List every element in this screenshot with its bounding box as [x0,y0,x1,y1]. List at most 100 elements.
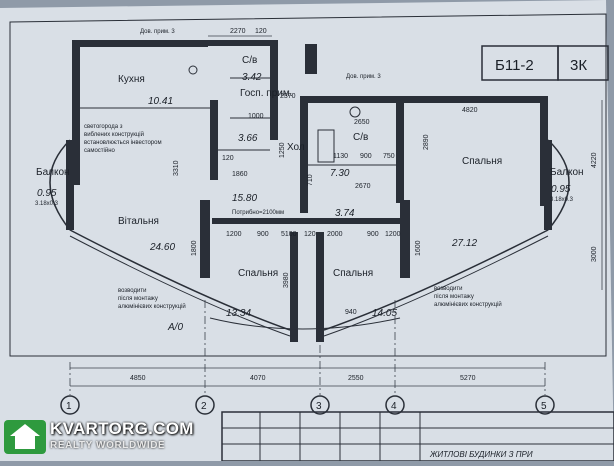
room-bedroom-right-label: Спальня [462,156,502,167]
axis-marker-3 [310,395,330,415]
dim-inner-7: 1200 [385,231,401,238]
dim-bottom-1: 4850 [130,375,146,382]
room-bedroom-mid-right-label: Спальня [333,268,373,279]
drawing-frame [9,13,607,357]
note-wall-line-1: светогорода з [84,124,123,130]
dim-top-2: 120 [255,28,267,35]
bath-left-wall [300,103,308,213]
dim-inner-11: 1000 [248,113,264,120]
balcony-left-label: Балкон [36,167,70,178]
block-code: Б11-2 [495,57,534,74]
dim-bottom-4: 5270 [460,375,476,382]
dim-inner-9: 2650 [354,119,370,126]
facade-curve-left [69,229,291,331]
mid-partition-left [290,232,298,342]
dim-right-1: 4220 [591,152,598,168]
dim-inner-22: 1600 [415,240,422,256]
room-bedroom-mid-left-area: 13.34 [226,308,251,319]
room-corridor-area: 3.74 [335,208,355,219]
note-right-bottom-1: возводити [434,286,462,292]
dim-bottom-3: 2550 [348,375,364,382]
room-kitchen-label: Кухня [118,74,145,85]
room-living-area: 24.60 [149,242,175,253]
balcony-right-area: 0.95 [551,184,571,195]
stove [188,65,198,75]
room-kitchen-area: 10.41 [148,96,173,107]
room-pantry-area: 3.42 [242,72,262,83]
balcony-right-size: 3.18x0.3 [550,197,574,203]
axis-label-3: 3 [316,401,322,412]
dim-inner-18: 940 [345,309,357,316]
title-block-text: ЖИТЛОВІ БУДИНКИ З ПРИ [429,450,533,459]
sink [349,106,361,118]
room-bath-area: 7.30 [330,168,350,179]
watermark: KVARTORG.COM REALTY WORLDWIDE [4,418,194,458]
note-left-bottom-3: алюмінієвих конструкцій [118,303,186,310]
dim-bottom-2: 4070 [250,375,266,382]
core-wall [270,40,278,140]
balcony-left-outline [49,139,71,231]
dim-inner-1: 1200 [226,231,242,238]
note-dop-prim-top: Дов. прим. 3 [140,29,175,35]
dim-inner-6: 900 [367,231,379,238]
axis-marker-1 [60,395,80,415]
note-right-bottom-3: алюмінієвих конструкцій [434,301,502,308]
dim-inner-16: 750 [383,153,395,160]
note-wall-line-2: виблених конструкцій [84,131,144,138]
flat-type: 3К [570,57,587,74]
dim-inner-17: 1250 [279,142,286,158]
living-partition [200,200,210,278]
note-ceiling: Потрибно=2100мм [232,210,284,216]
house-logo-icon [4,420,46,454]
room-bedroom-mid-right-area: 14.05 [372,308,397,319]
room-living-label: Вітальня [118,216,159,227]
room-bedroom-mid-left-label: Спальня [238,268,278,279]
balcony-right-outline [547,139,570,231]
pantry-top-wall [208,40,278,46]
bedroom-partition [400,200,410,278]
dim-inner-3: 5100 [281,231,297,238]
room-hall-area: 15.80 [232,193,257,204]
note-axis-a: А/0 [167,322,183,333]
dim-inner-15: 900 [360,153,372,160]
dim-inner-13: 2670 [355,183,371,190]
dim-inner-25: 120 [222,155,234,162]
dim-inner-8: 4820 [462,107,478,114]
watermark-tagline: REALTY WORLDWIDE [50,440,166,451]
room-storage-area: 3.66 [238,133,258,144]
note-wall-line-4: самостійно [84,147,116,154]
balcony-left-size: 3.18x0.3 [35,201,59,207]
note-left-bottom-1: возводити [118,288,146,294]
axis-label-1: 1 [66,401,72,412]
facade-curve-mid [209,317,401,330]
dim-right-2: 3000 [591,246,598,262]
facade-curve-right [323,229,549,331]
dim-inner-20: 2890 [423,134,430,150]
note-dop-prim-mid: Дов. прим. 3 [346,74,381,80]
note-wall-line-3: встановлюється інвестором [84,140,162,146]
watermark-name: KVARTORG.COM [50,419,194,438]
dim-inner-12: 2370 [280,93,296,100]
dim-inner-23: 3980 [283,272,290,288]
shaft-wall [305,44,317,74]
axis-label-5: 5 [541,401,547,412]
dim-inner-10: 1860 [232,171,248,178]
flat-type-cell [557,45,609,81]
dim-inner-19: 3310 [173,160,180,176]
right-top-wall [300,96,546,103]
note-right-bottom-2: після монтажу [434,294,474,300]
kitchen-top-wall [80,40,208,47]
axis-label-2: 2 [201,401,207,412]
dim-inner-2: 900 [257,231,269,238]
mid-partition-right [316,232,324,342]
dim-inner-5: 2000 [327,231,343,238]
room-pantry-label: Госп. прим. [240,88,293,99]
bathtub [317,129,335,163]
dim-top-1: 2270 [230,28,246,35]
storage-wall [210,100,218,180]
axis-marker-2 [195,395,215,415]
axis-label-4: 4 [391,401,397,412]
room-bath-label: С/в [353,132,368,143]
